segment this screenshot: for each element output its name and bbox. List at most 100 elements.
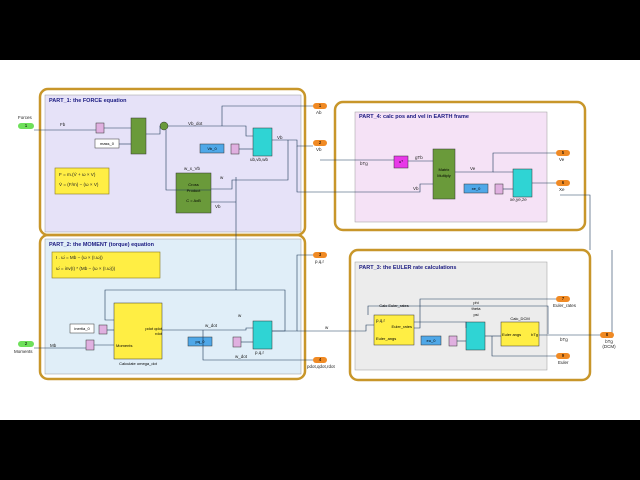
signal-w-x-vb: w_x_Vb xyxy=(184,166,201,171)
vb0-const-label: Vb_0 xyxy=(207,146,217,151)
outport-pqr-label: p,q,r xyxy=(315,259,325,264)
xe-integrator-block[interactable] xyxy=(512,168,533,198)
force-group-title: PART_1: the FORCE equation xyxy=(49,98,127,104)
signal-fb: Fb xyxy=(60,122,66,127)
calc-omega-block[interactable] xyxy=(113,302,163,360)
calc-euler-in-port: Euler_angs xyxy=(376,336,397,341)
transpose-block[interactable] xyxy=(393,155,409,169)
inertia-small-block[interactable] xyxy=(98,324,108,335)
moment-equation-line-2: ω̇ = inv(I) * (Mb − (ω × (I.ω))) xyxy=(56,266,116,271)
signal-gtb: gTb xyxy=(415,155,423,160)
outport-btg[interactable]: 8 xyxy=(600,332,614,338)
outport-pqr[interactable]: 3 xyxy=(313,252,327,258)
inertia-const-label: inertia_0 xyxy=(74,326,90,331)
eu0-const-label: eu_0 xyxy=(426,338,436,343)
pq0-const-block[interactable] xyxy=(187,336,213,347)
simulink-canvas: PART_1: the FORCE equation PART_2: the M… xyxy=(0,60,640,420)
inport-forces-label: Forces xyxy=(18,115,32,120)
outport-ab-label: Ab xyxy=(316,110,322,115)
outport-euler-label: Euler xyxy=(558,360,569,365)
outport-vb-label: Vb xyxy=(316,147,322,152)
signal-w-euler: w xyxy=(325,325,329,330)
outport-ve-label: Ve xyxy=(559,157,565,162)
xe-small-block[interactable] xyxy=(494,183,504,195)
inport-forces[interactable]: 1 xyxy=(18,123,34,129)
inport-moments[interactable]: 2 xyxy=(18,341,34,347)
outport-ab[interactable]: 1 xyxy=(313,103,327,109)
force-equation-line-1: F = m.(V̇ + ω × V) xyxy=(59,172,96,177)
signal-w: w xyxy=(220,175,224,180)
transpose-label: uᵀ xyxy=(399,159,403,164)
xe0-const-block[interactable] xyxy=(463,183,489,194)
signal-w-right: w xyxy=(238,313,242,318)
cross-product-label-2: Product xyxy=(186,188,201,193)
signal-mb: Mb xyxy=(50,343,57,348)
cross-product-label-3: C = AxB xyxy=(186,198,201,203)
calc-euler-out-port: Euler_rates xyxy=(391,324,412,329)
calc-dcm-out-port: bTg xyxy=(531,332,538,337)
moment-equation-box xyxy=(51,251,161,279)
moment-group-title: PART_2: the MOMENT (torque) equation xyxy=(49,242,155,248)
vb-small-block[interactable] xyxy=(230,143,240,155)
calc-omega-label: Calculate omega_dot xyxy=(119,361,157,366)
calc-dcm-label: Calc_DCM xyxy=(510,316,530,321)
calc-dcm-block[interactable] xyxy=(500,321,540,347)
euler-integrator-block[interactable] xyxy=(465,321,486,351)
signal-pqr: p,q,r xyxy=(255,350,265,355)
vb-integrator-block[interactable] xyxy=(252,127,273,157)
divide-block[interactable] xyxy=(130,117,147,155)
calc-omega-in-port: Moments xyxy=(116,343,133,348)
inertia-const-block[interactable] xyxy=(69,323,95,334)
signal-btg-out: bTg xyxy=(560,337,568,342)
euler-group-border xyxy=(348,248,592,382)
moment-group-border xyxy=(38,233,307,381)
outport-euler[interactable]: 9 xyxy=(556,353,570,359)
pq-small-block[interactable] xyxy=(232,336,242,348)
euler-group-title: PART_3: the EULER rate calculations xyxy=(359,265,457,271)
outport-vb[interactable]: 2 xyxy=(313,140,327,146)
signal-vb-cross: Vb xyxy=(215,204,221,209)
mb-small-block[interactable] xyxy=(85,339,95,351)
outport-ve[interactable]: 5 xyxy=(556,150,570,156)
earth-group-border xyxy=(333,100,587,232)
signal-vb-dot: Vb_dot xyxy=(188,121,203,126)
matrix-multiply-block[interactable] xyxy=(432,148,456,200)
signal-xe-ye-ze: xe,ye,ze xyxy=(510,197,527,202)
moment-equation-line-1: I . ω̇ = Mb − (ω × (I.ω)) xyxy=(56,255,103,260)
force-equation-line-2: V̇ = (F/m) − (ω × V) xyxy=(59,182,99,187)
matrix-multiply-label-1: Matrix xyxy=(438,167,450,172)
calc-euler-label: Calc Euler_rates xyxy=(379,303,409,308)
matrix-multiply-label-2: Multiply xyxy=(437,173,451,178)
mass-const-label: mass_0 xyxy=(99,141,114,146)
eu-small-block[interactable] xyxy=(448,335,458,347)
outport-xe[interactable]: 6 xyxy=(556,180,570,186)
outport-euler-rates[interactable]: 7 xyxy=(556,296,570,302)
phi-label: phi xyxy=(473,300,479,305)
pq0-const-label: pq_0 xyxy=(195,339,205,344)
xe0-const-label: xe_0 xyxy=(471,186,481,191)
force-group-bg xyxy=(44,94,302,233)
calc-dcm-in-port: Euler angs xyxy=(502,332,522,337)
outport-euler-rates-label: Euler_rates xyxy=(553,303,577,308)
pqr-integrator-block[interactable] xyxy=(252,320,273,350)
sum-block[interactable] xyxy=(159,121,169,131)
calc-omega-out-port: pdot qdot rdot xyxy=(145,326,162,336)
signal-w-dot-out: w_dot xyxy=(235,354,248,359)
eu0-const-block[interactable] xyxy=(420,335,442,346)
vb0-const-block[interactable] xyxy=(199,143,225,154)
cross-product-block[interactable] xyxy=(175,172,212,214)
outport-pqrdot[interactable]: 4 xyxy=(313,357,327,363)
inport-moments-label: Moments xyxy=(14,349,33,354)
force-gain-block[interactable] xyxy=(95,122,105,134)
signal-ub-vb-wb: ub,vb,wb xyxy=(250,157,269,162)
mass-const-block[interactable] xyxy=(94,138,120,149)
signal-btg: bTg xyxy=(360,161,368,166)
outport-pqrdot-label: pdot,qdot,rdot xyxy=(307,364,335,369)
signal-pqr-in: p,q,r xyxy=(376,318,386,323)
cross-product-label-1: Cross xyxy=(188,182,199,187)
signal-w-dot: w_dot xyxy=(205,323,218,328)
wiring-layer xyxy=(34,87,613,382)
signal-vb-earth: Vb xyxy=(413,186,419,191)
calc-euler-block[interactable] xyxy=(373,314,415,346)
signal-vb: Vb xyxy=(277,135,283,140)
